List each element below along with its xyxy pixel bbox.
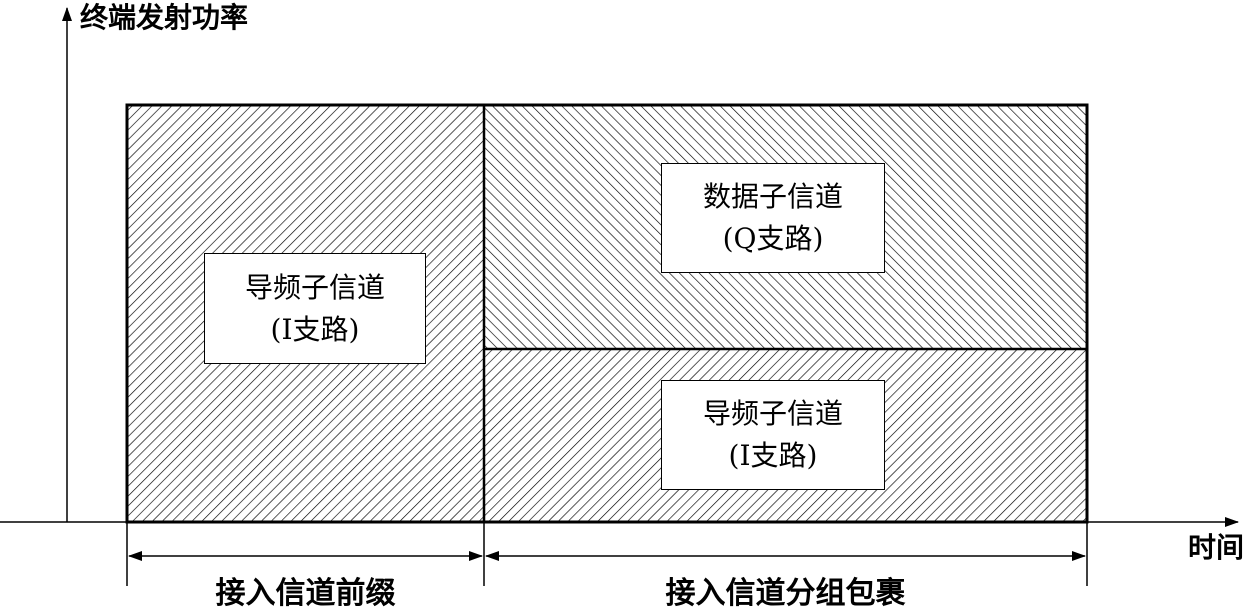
message-pilot-label-box: 导频子信道 (I支路)	[661, 380, 885, 490]
x-axis-label: 时间	[1188, 531, 1245, 564]
message-span-label: 接入信道分组包裹	[665, 576, 906, 611]
message-pilot-title: 导频子信道	[702, 397, 843, 430]
preamble-span-label: 接入信道前缀	[215, 576, 396, 611]
preamble-pilot-label-box: 导频子信道 (I支路)	[204, 253, 426, 364]
y-axis-label: 终端发射功率	[80, 1, 249, 34]
message-data-title: 数据子信道	[702, 180, 843, 213]
message-data-label-box: 数据子信道 (Q支路)	[661, 163, 885, 273]
message-pilot-subtitle: (I支路)	[728, 439, 818, 472]
preamble-pilot-title: 导频子信道	[244, 270, 385, 304]
message-data-subtitle: (Q支路)	[722, 222, 824, 255]
outer-frame	[125, 103, 1089, 524]
preamble-pilot-subtitle: (I支路)	[270, 312, 360, 346]
